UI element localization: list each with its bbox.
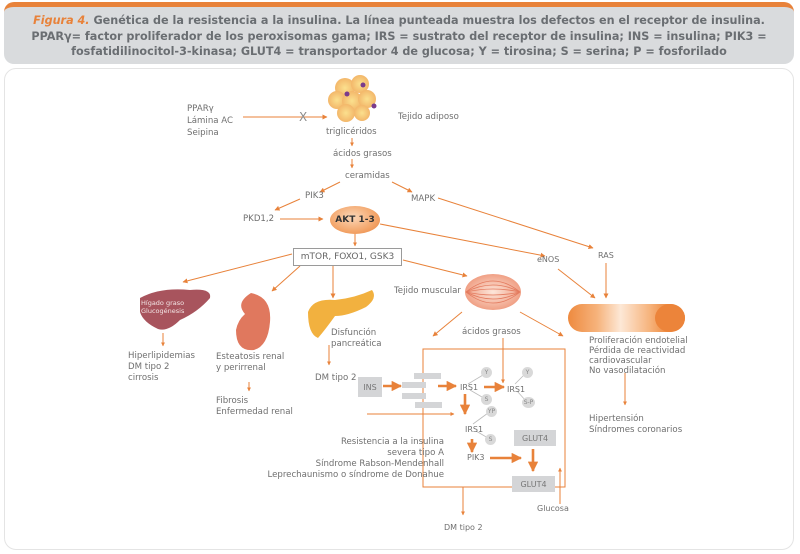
pancreas-outcome: DM tipo 2 [315,373,357,383]
vascular-final-2: Síndromes coronarios [589,425,683,435]
serine-marker: S [481,394,492,405]
block-x-mark: X [299,110,307,124]
receptor-bar [414,373,441,379]
ras-label: RAS [598,251,614,260]
defect-line-2: severa tipo A [387,448,444,458]
serine-phospho-marker: S-P [522,397,535,408]
serine-marker: S [485,434,496,445]
glucosa-label: Glucosa [537,504,569,513]
input-pparg: PPARγ [187,104,214,114]
defect-line-4: Leprechaunismo o síndrome de Donahue [267,470,444,480]
receptor-bar [402,382,426,388]
arrow-muscle-left [432,311,463,337]
kidney-icon [236,293,271,351]
input-lamina-ac: Lámina AC [187,116,233,126]
kidney-outcome-2: y perirrenal [216,363,266,373]
irs1-label: IRS1 [460,383,479,392]
irs1-lower-label: IRS1 [465,425,484,434]
liver-outcome-2: DM tipo 2 [128,362,170,372]
kidney-final-1: Fibrosis [216,396,249,406]
vascular-outcome-2: Pérdida de reactividad [589,346,686,356]
vascular-outcome-3: cardiovascular [589,356,652,366]
tyrosine-marker: Y [481,367,492,378]
akt-node: AKT 1-3 [330,206,380,234]
pancreas-label-2: pancreática [331,339,382,349]
arrow-mtor-kidney [271,265,301,292]
arrow-akt-enos [379,223,546,258]
vascular-outcome-1: Proliferación endotelial [589,336,688,346]
liver-outcome-1: Hiperlipidemias [128,351,195,361]
muscle-tissue-icon [465,274,521,310]
defect-line-1: Resistencia a la insulina [340,437,444,447]
defect-line-3: Síndrome Rabson-Mendenhall [315,459,444,469]
adipose-label: Tejido adiposo [398,112,459,122]
ceramidas-label: ceramidas [345,171,390,181]
adipose-tissue-icon [328,75,377,122]
kidney-final-2: Enfermedad renal [216,407,293,417]
muscle-label: Tejido muscular [394,286,461,296]
glut4-vesicle-box: GLUT4 [514,430,556,446]
figure-label: Figura 4. [33,14,90,27]
input-seipina: Seipina [187,128,219,138]
arrow-pik3-pkd [274,198,301,211]
pik3-cell-label: PIK3 [467,453,485,462]
acidos-grasos-label: ácidos grasos [333,149,392,159]
arrow-ceramidas-mapk [391,181,413,193]
liver-inner-2: Glucogénesis [141,307,185,315]
tyrosine-marker: Y [522,367,533,378]
liver-outcome-3: cirrosis [128,373,159,383]
pik3-label: PIK3 [305,191,324,201]
liver-inner-1: Hígado graso [141,299,185,307]
arrow-mapk-ras [437,197,594,249]
vascular-outcome-4: No vasodilatación [589,366,666,376]
arrow-enos-vessel [557,268,596,299]
caption-text: Genética de la resistencia a la insulina… [31,14,767,58]
tyrosine-phospho-marker: YP [486,406,497,417]
arrow-muscle-right [519,311,564,337]
cell-membrane-box [422,348,566,488]
acidos-grasos-muscle-label: ácidos grasos [462,327,521,337]
enos-label: eNOS [537,255,560,264]
trigliceridos-label: triglicéridos [326,127,377,137]
arrow-mtor-muscle [402,259,468,278]
pancreas-icon [308,290,374,338]
figure-caption: Figura 4. Genética de la resistencia a l… [4,2,794,64]
liver-icon [140,289,211,330]
blood-vessel-icon [568,304,685,332]
arrow-ceramidas-pik3 [319,181,341,193]
cell-dm2-label: DM tipo 2 [444,523,483,532]
mapk-label: MAPK [411,194,436,204]
mtor-foxo1-gsk3-box: mTOR, FOXO1, GSK3 [293,248,402,266]
arrow-mtor-liver [182,253,293,284]
ins-box: INS [358,377,382,397]
pkd-label: PKD1,2 [243,214,275,224]
kidney-outcome-1: Esteatosis renal [216,352,285,362]
vascular-final-1: Hipertensión [589,414,644,424]
pancreas-label-1: Disfunción [331,328,377,338]
irs1-phospho-label: IRS1 [507,385,526,394]
receptor-bar [415,402,442,408]
receptor-bar [402,393,426,399]
glut4-membrane-box: GLUT4 [512,476,555,492]
